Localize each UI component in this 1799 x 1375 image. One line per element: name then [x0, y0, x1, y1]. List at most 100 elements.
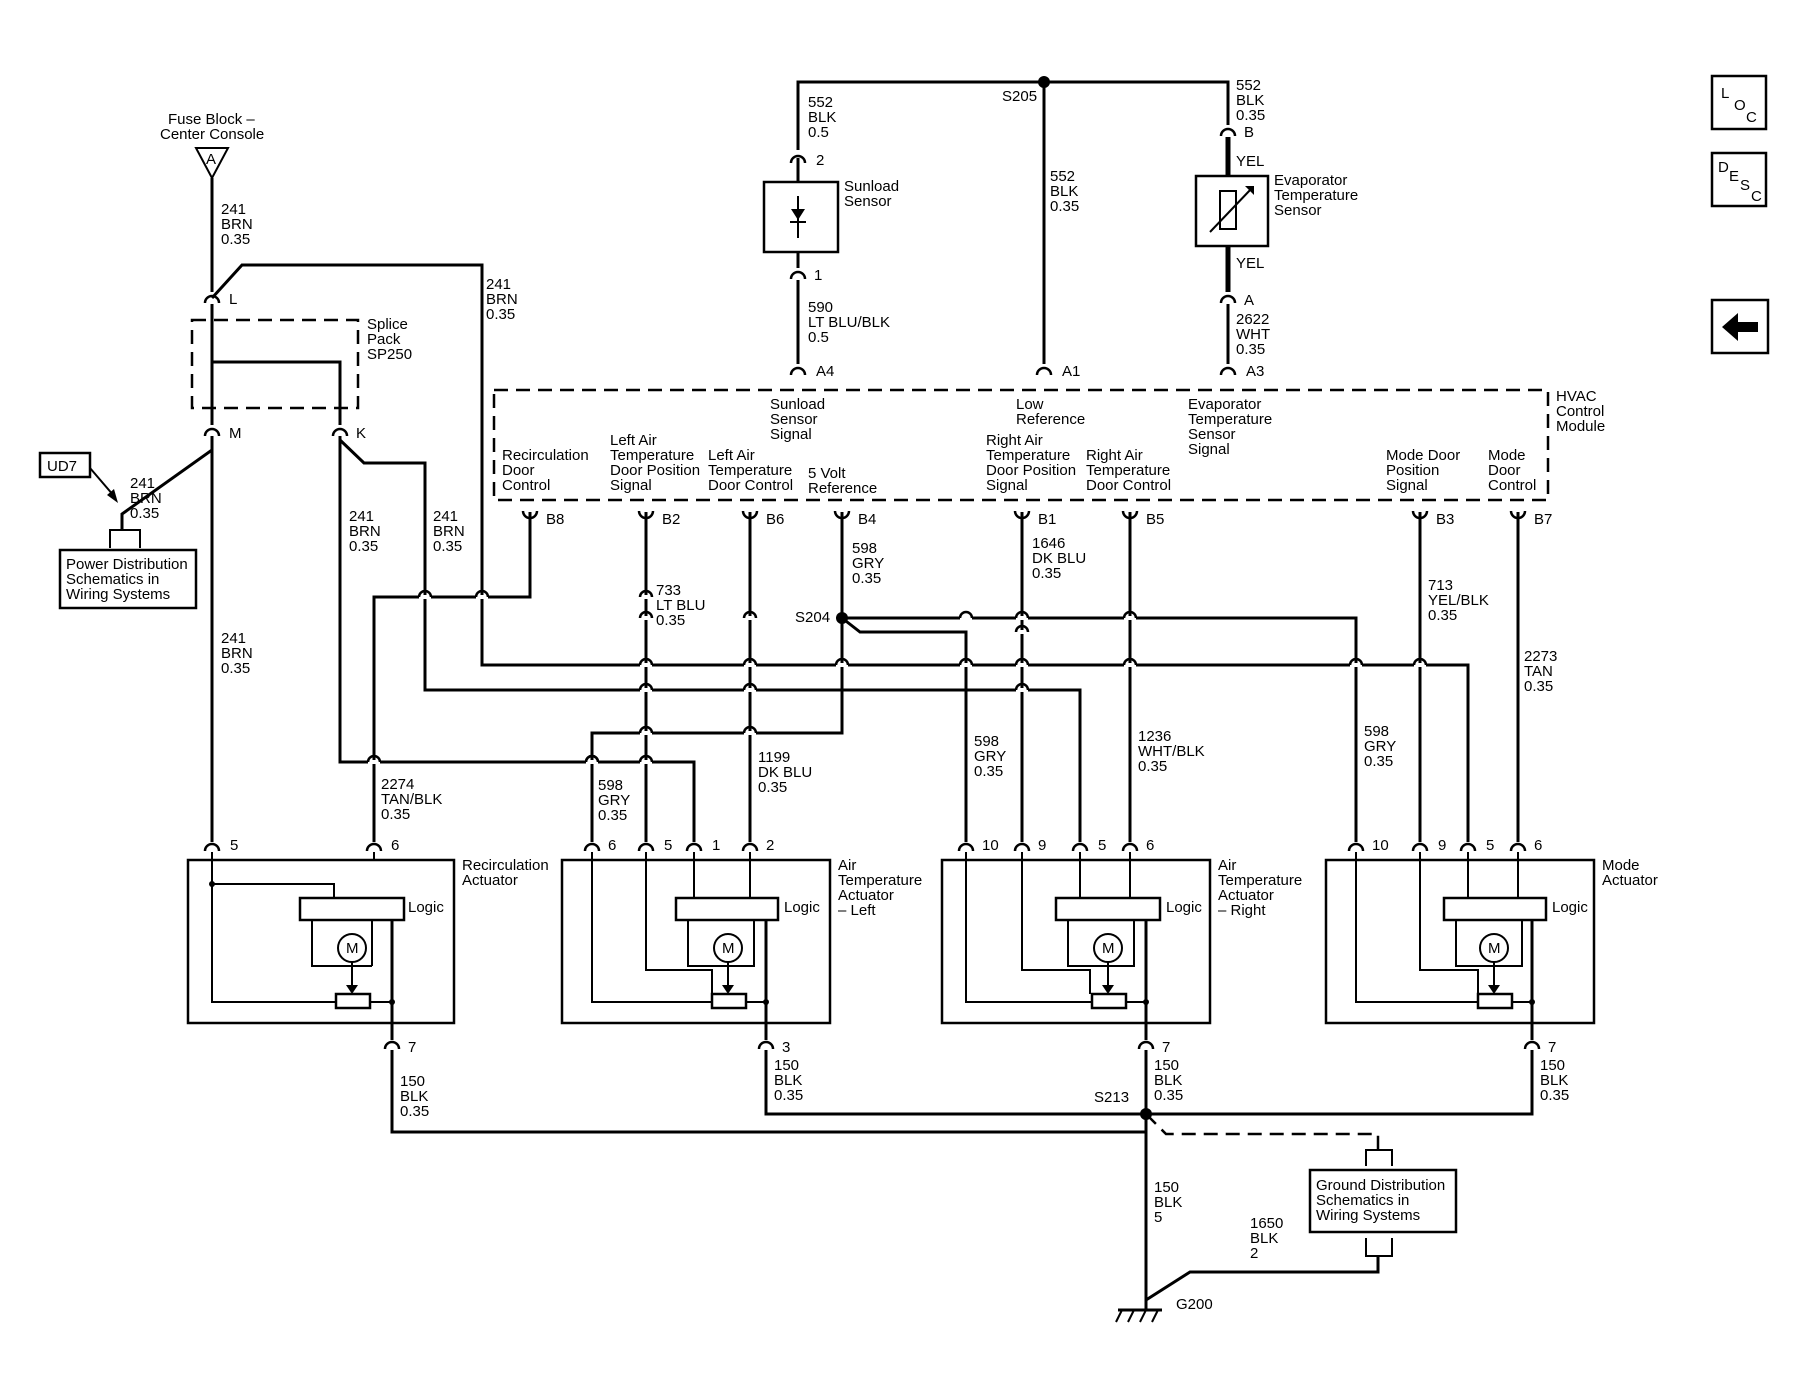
- svg-text:5: 5: [1098, 837, 1106, 854]
- fuse-block: Fuse Block – Center Console A: [160, 111, 264, 181]
- svg-text:B7: B7: [1534, 511, 1552, 528]
- svg-text:Ground Distribution: Ground Distribution: [1316, 1177, 1445, 1194]
- power-distribution-box[interactable]: [58, 548, 198, 610]
- svg-text:Door Control: Door Control: [1086, 477, 1171, 494]
- svg-text:0.35: 0.35: [1050, 198, 1079, 215]
- crossover-gap: [744, 731, 756, 735]
- crossover-hop: [742, 682, 758, 691]
- crossover-gap: [960, 663, 972, 667]
- svg-text:Position: Position: [1386, 462, 1439, 479]
- svg-text:Actuator: Actuator: [462, 872, 518, 889]
- svg-text:S: S: [1740, 177, 1750, 194]
- crossover-hop: [638, 682, 654, 691]
- hvac-bottom-connectors: B8 B2 B6 B4 B1 B5 B3 B7: [521, 509, 1552, 528]
- svg-text:Mode: Mode: [1602, 857, 1640, 874]
- svg-text:Splice: Splice: [367, 316, 408, 333]
- svg-text:Signal: Signal: [610, 477, 652, 494]
- crossover-hop: [474, 589, 490, 598]
- desc-button[interactable]: D E S C: [1710, 151, 1768, 208]
- crossover-gap: [1350, 663, 1362, 667]
- crossover-gap: [640, 616, 652, 620]
- mode-actuator-internals: Logic M: [1355, 852, 1588, 1040]
- svg-text:1: 1: [814, 267, 822, 284]
- crossover-hop: [366, 754, 382, 763]
- svg-text:S213: S213: [1094, 1089, 1129, 1106]
- svg-text:3: 3: [782, 1039, 790, 1056]
- pin-label: L: [229, 291, 237, 308]
- svg-text:0.35: 0.35: [1138, 758, 1167, 775]
- svg-text:1646: 1646: [1032, 535, 1065, 552]
- svg-text:Logic: Logic: [784, 899, 820, 916]
- svg-text:YEL/BLK: YEL/BLK: [1428, 592, 1489, 609]
- svg-text:TAN/BLK: TAN/BLK: [381, 791, 442, 808]
- svg-text:L: L: [1721, 85, 1729, 102]
- ground-distribution-box[interactable]: [1308, 1168, 1458, 1234]
- svg-text:B: B: [1244, 124, 1254, 141]
- crossover-gap: [368, 760, 380, 764]
- svg-text:Wiring Systems: Wiring Systems: [66, 586, 170, 603]
- back-arrow-button[interactable]: [1710, 298, 1770, 355]
- crossover-gap: [960, 616, 972, 620]
- svg-text:A: A: [206, 151, 216, 168]
- svg-text:0.5: 0.5: [808, 124, 829, 141]
- svg-text:150: 150: [1154, 1057, 1179, 1074]
- svg-text:Door Control: Door Control: [708, 477, 793, 494]
- svg-text:5 Volt: 5 Volt: [808, 465, 846, 482]
- svg-text:M: M: [1102, 940, 1115, 957]
- svg-text:Sensor: Sensor: [844, 193, 892, 210]
- svg-text:Sensor: Sensor: [770, 411, 818, 428]
- svg-text:Reference: Reference: [1016, 411, 1085, 428]
- svg-text:K: K: [356, 425, 366, 442]
- svg-text:Sensor: Sensor: [1188, 426, 1236, 443]
- svg-text:Temperature: Temperature: [838, 872, 922, 889]
- loc-button[interactable]: L O C: [1710, 74, 1768, 131]
- svg-text:E: E: [1729, 168, 1739, 185]
- svg-text:A3: A3: [1246, 363, 1264, 380]
- svg-text:0.35: 0.35: [486, 306, 515, 323]
- crossover-hop: [958, 610, 974, 619]
- svg-text:BLK: BLK: [1540, 1072, 1568, 1089]
- right-actuator-internals: Logic M: [965, 852, 1202, 1040]
- svg-text:0.5: 0.5: [808, 329, 829, 346]
- svg-text:Temperature: Temperature: [610, 447, 694, 464]
- svg-text:C: C: [1746, 109, 1757, 126]
- svg-text:B3: B3: [1436, 511, 1454, 528]
- svg-text:BRN: BRN: [486, 291, 518, 308]
- crossover-hop: [638, 725, 654, 734]
- svg-text:Door Position: Door Position: [986, 462, 1076, 479]
- svg-text:0.35: 0.35: [1524, 678, 1553, 695]
- crossover-gap: [476, 595, 488, 599]
- svg-text:Signal: Signal: [986, 477, 1028, 494]
- crossover-hop: [742, 610, 758, 619]
- svg-text:552: 552: [808, 94, 833, 111]
- svg-text:150: 150: [1154, 1179, 1179, 1196]
- svg-text:YEL: YEL: [1236, 255, 1264, 272]
- svg-text:Evaporator: Evaporator: [1274, 172, 1347, 189]
- svg-text:590: 590: [808, 299, 833, 316]
- svg-text:M: M: [1488, 940, 1501, 957]
- svg-text:0.35: 0.35: [774, 1087, 803, 1104]
- svg-text:UD7: UD7: [47, 458, 77, 475]
- svg-text:GRY: GRY: [974, 748, 1006, 765]
- svg-text:713: 713: [1428, 577, 1453, 594]
- svg-text:598: 598: [974, 733, 999, 750]
- svg-text:Recirculation: Recirculation: [462, 857, 549, 874]
- svg-text:Signal: Signal: [770, 426, 812, 443]
- svg-text:6: 6: [1534, 837, 1542, 854]
- svg-text:7: 7: [408, 1039, 416, 1056]
- svg-text:Sensor: Sensor: [1274, 202, 1322, 219]
- left-actuator-internals: Logic M: [591, 852, 820, 1040]
- svg-text:0.35: 0.35: [221, 231, 250, 248]
- recirc-internals: Logic M: [209, 852, 444, 1040]
- splice-s205: [1038, 76, 1050, 88]
- svg-text:C: C: [1751, 188, 1762, 205]
- left-arrow-icon: [1722, 313, 1758, 341]
- svg-text:6: 6: [608, 837, 616, 854]
- svg-text:Air: Air: [838, 857, 856, 874]
- svg-text:598: 598: [1364, 723, 1389, 740]
- svg-text:Temperature: Temperature: [1274, 187, 1358, 204]
- svg-text:Right Air: Right Air: [986, 432, 1043, 449]
- svg-text:150: 150: [774, 1057, 799, 1074]
- svg-text:2274: 2274: [381, 776, 414, 793]
